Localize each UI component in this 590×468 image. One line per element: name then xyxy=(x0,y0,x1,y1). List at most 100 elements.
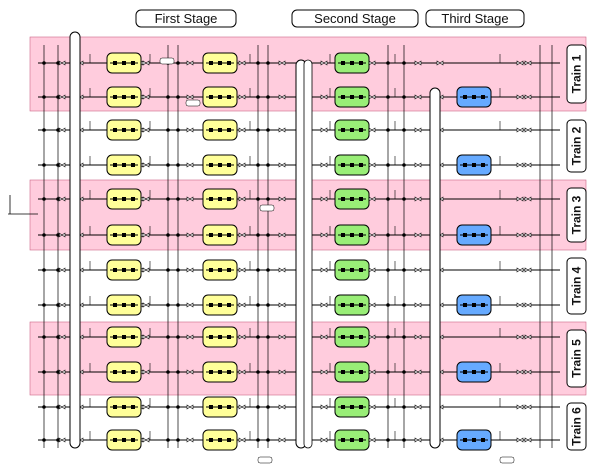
unit-node xyxy=(131,61,135,65)
unit-node xyxy=(341,233,345,237)
junction-dot-icon xyxy=(256,233,260,237)
valve-icon xyxy=(516,437,524,443)
unit-node xyxy=(227,61,231,65)
unit-node xyxy=(209,405,213,409)
unit-node xyxy=(463,163,467,167)
junction-dot-icon xyxy=(56,95,60,99)
unit-node xyxy=(218,128,222,132)
valve-icon xyxy=(186,437,194,443)
junction-dot-icon xyxy=(402,197,406,201)
unit-node xyxy=(218,438,222,442)
valve-icon xyxy=(58,404,66,410)
junction-dot-icon xyxy=(266,335,270,339)
unit-node xyxy=(122,197,126,201)
valve-icon xyxy=(320,404,328,410)
valve-icon xyxy=(186,60,194,66)
unit-node xyxy=(341,335,345,339)
unit-node xyxy=(227,128,231,132)
unit-node xyxy=(227,163,231,167)
unit-node xyxy=(341,370,345,374)
valve-icon xyxy=(278,127,286,133)
junction-dot-icon xyxy=(266,268,270,272)
valve-icon xyxy=(524,127,532,133)
unit-node xyxy=(122,95,126,99)
junction-dot-icon xyxy=(176,370,180,374)
junction-dot-icon xyxy=(176,268,180,272)
valve-icon xyxy=(516,334,524,340)
unit-node xyxy=(472,233,476,237)
junction-dot-icon xyxy=(176,128,180,132)
unit-node xyxy=(113,405,117,409)
unit-node xyxy=(227,405,231,409)
unit-node xyxy=(481,303,485,307)
junction-dot-icon xyxy=(166,268,170,272)
valve-icon xyxy=(278,404,286,410)
junction-dot-icon xyxy=(256,128,260,132)
valve-icon xyxy=(278,369,286,375)
junction-dot-icon xyxy=(56,163,60,167)
valve-icon xyxy=(58,302,66,308)
stage-label: Second Stage xyxy=(314,11,396,26)
unit-node xyxy=(359,197,363,201)
unit-node xyxy=(463,438,467,442)
junction-dot-icon xyxy=(402,95,406,99)
junction-dot-icon xyxy=(42,163,46,167)
valve-icon xyxy=(320,437,328,443)
junction-dot-icon xyxy=(176,303,180,307)
junction-dot-icon xyxy=(402,438,406,442)
unit-node xyxy=(113,438,117,442)
unit-node xyxy=(350,128,354,132)
junction-dot-icon xyxy=(42,268,46,272)
unit-node xyxy=(209,233,213,237)
valve-icon xyxy=(278,334,286,340)
junction-dot-icon xyxy=(266,128,270,132)
junction-dot-icon xyxy=(266,197,270,201)
junction-dot-icon xyxy=(42,128,46,132)
unit-node xyxy=(209,197,213,201)
valve-icon xyxy=(58,437,66,443)
junction-dot-icon xyxy=(256,303,260,307)
junction-dot-icon xyxy=(256,95,260,99)
valve-icon xyxy=(320,302,328,308)
unit-node xyxy=(131,233,135,237)
junction-dot-icon xyxy=(256,197,260,201)
valve-icon xyxy=(142,404,150,410)
stage-label-box xyxy=(291,9,419,28)
junction-dot-icon xyxy=(386,95,390,99)
valve-icon xyxy=(524,94,532,100)
unit-node xyxy=(341,128,345,132)
unit-node xyxy=(350,61,354,65)
valve-icon xyxy=(414,437,422,443)
unit-node xyxy=(227,303,231,307)
unit-node xyxy=(341,303,345,307)
train-label-box xyxy=(566,187,587,243)
valve-icon xyxy=(516,196,524,202)
vertical-header-pipe xyxy=(69,31,81,449)
valve-icon xyxy=(186,334,194,340)
valve-icon xyxy=(368,302,376,308)
valve-icon xyxy=(278,267,286,273)
instrument-tag xyxy=(257,456,273,464)
junction-dot-icon xyxy=(166,405,170,409)
unit-node xyxy=(131,268,135,272)
train-label: Train 4 xyxy=(570,266,584,305)
junction-dot-icon xyxy=(56,303,60,307)
unit-node xyxy=(209,335,213,339)
vertical-header-pipe xyxy=(303,59,313,449)
valve-icon xyxy=(238,267,246,273)
valve-icon xyxy=(238,334,246,340)
valve-icon xyxy=(320,60,328,66)
valve-icon xyxy=(142,334,150,340)
unit-node xyxy=(350,233,354,237)
stage-label: First Stage xyxy=(155,11,218,26)
unit-node xyxy=(359,303,363,307)
train-label: Train 1 xyxy=(570,54,584,93)
unit-node xyxy=(463,303,467,307)
unit-node xyxy=(218,303,222,307)
junction-dot-icon xyxy=(402,61,406,65)
valve-icon xyxy=(516,162,524,168)
unit-node xyxy=(218,233,222,237)
valve-icon xyxy=(186,369,194,375)
unit-node xyxy=(481,438,485,442)
